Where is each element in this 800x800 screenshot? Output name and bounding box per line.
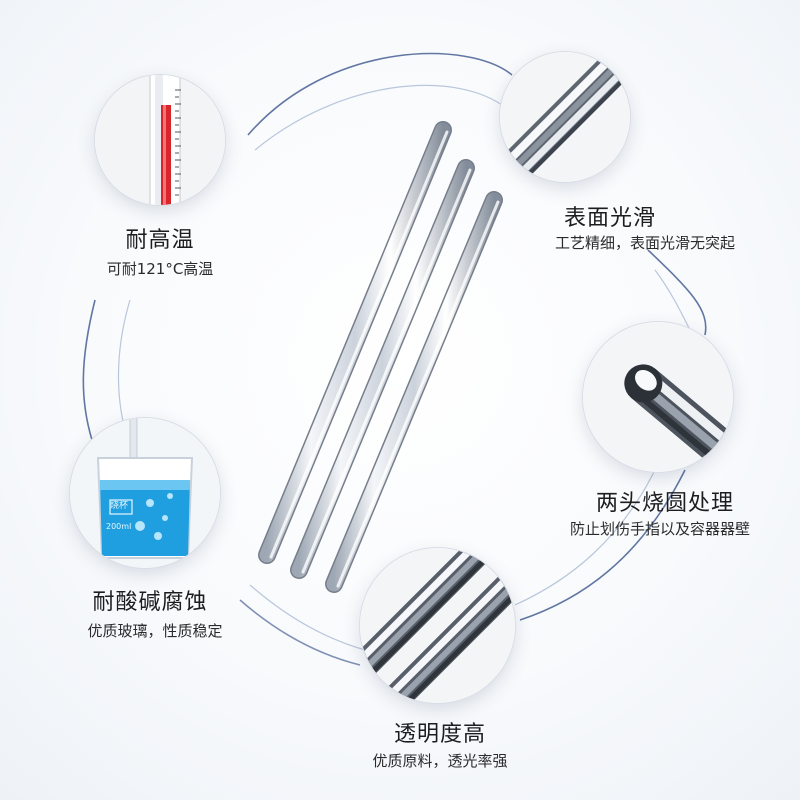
rounded-ends-subtitle: 防止划伤手指以及容器器壁 — [569, 520, 750, 538]
arc-bottom-left — [239, 599, 361, 666]
arc-left — [82, 299, 96, 441]
heat-badge — [95, 75, 225, 205]
arc-top — [247, 52, 513, 136]
rounded-ends-badge — [583, 322, 733, 472]
rod-pair-icon — [360, 548, 515, 703]
glass-rods — [258, 121, 503, 593]
acid-badge: 烧杯 200ml — [70, 418, 220, 568]
rod-closeup-icon — [500, 52, 630, 182]
acid-title: 耐酸碱腐蚀 — [92, 590, 208, 615]
beaker-icon — [70, 418, 220, 568]
beaker-label: 烧杯 — [110, 501, 129, 511]
beaker-volume: 200ml — [106, 522, 132, 531]
acid-subtitle: 优质玻璃，性质稳定 — [87, 622, 223, 640]
arc-right — [647, 249, 707, 336]
heat-title: 耐高温 — [125, 228, 195, 253]
rounded-ends-title: 两头烧圆处理 — [595, 491, 734, 516]
heat-subtitle: 可耐121°C高温 — [106, 260, 214, 278]
smooth-subtitle: 工艺精细，表面光滑无突起 — [554, 234, 735, 252]
clarity-subtitle: 优质原料，透光率强 — [372, 752, 508, 770]
thermometer-icon — [95, 75, 225, 205]
clarity-badge — [360, 548, 515, 703]
smooth-badge — [500, 52, 630, 182]
rounded-end-icon — [583, 322, 733, 472]
smooth-title: 表面光滑 — [563, 206, 656, 231]
arc-bottom-right — [519, 469, 686, 621]
clarity-title: 透明度高 — [393, 722, 486, 747]
